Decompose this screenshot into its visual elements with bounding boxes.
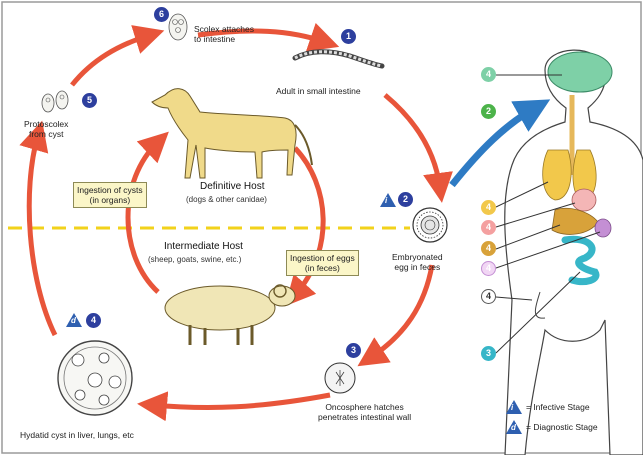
protoscolex-illustration [42, 91, 68, 112]
intermediate-host-subtitle: (sheep, goats, swine, etc.) [148, 255, 241, 265]
arrow-5-to-6 [72, 35, 150, 85]
arrow-1-to-2 [385, 95, 440, 188]
human-marker-entry: 2 [481, 104, 496, 119]
egg-illustration [413, 208, 447, 242]
arrow-2-to-3 [370, 265, 432, 358]
definitive-host-title: Definitive Host [200, 181, 264, 193]
stage-4-label: Hydatid cyst in liver, lungs, etc [20, 430, 134, 440]
arrow-3-to-4 [152, 395, 330, 408]
adult-worm-illustration [295, 52, 382, 66]
stage-6-marker: 6 [154, 7, 169, 22]
stage-3-marker: 3 [346, 343, 361, 358]
ingestion-cysts-box: Ingestion of cysts(in organs) [73, 182, 147, 208]
intermediate-host-title: Intermediate Host [164, 241, 243, 253]
stage-5-marker: 5 [82, 93, 97, 108]
ingestion-eggs-box: Ingestion of eggs(in feces) [286, 250, 359, 276]
human-marker-intestine: 3 [481, 346, 496, 361]
arrow-sheep-to-dog [128, 142, 158, 292]
definitive-host-subtitle: (dogs & other canidae) [186, 195, 267, 205]
diagnostic-stage-icon: d [66, 313, 82, 327]
hydatid-cyst-illustration [58, 341, 132, 415]
arrow-4-to-5 [29, 135, 55, 335]
human-marker-heart: 4 [481, 220, 496, 235]
legend-diagnostic-icon: d [506, 420, 522, 434]
scolex-illustration [169, 14, 187, 40]
human-marker-spleen: 4 [481, 261, 496, 276]
legend-infective-icon: i [506, 400, 522, 414]
human-marker-liver: 4 [481, 241, 496, 256]
human-marker-lungs: 4 [481, 200, 496, 215]
legend-diagnostic-label: = Diagnostic Stage [526, 422, 598, 432]
infective-stage-icon: i [380, 193, 396, 207]
stage-4-marker: 4 [86, 313, 101, 328]
sheep-illustration [165, 285, 295, 345]
stage-1-marker: 1 [341, 29, 356, 44]
human-marker-bone: 4 [481, 289, 496, 304]
oncosphere-illustration [325, 363, 355, 393]
legend-infective-label: = Infective Stage [526, 402, 590, 412]
dog-illustration [152, 89, 312, 178]
stage-1-label: Adult in small intestine [276, 86, 361, 96]
stage-2-marker: 2 [398, 192, 413, 207]
human-marker-brain: 4 [481, 67, 496, 82]
